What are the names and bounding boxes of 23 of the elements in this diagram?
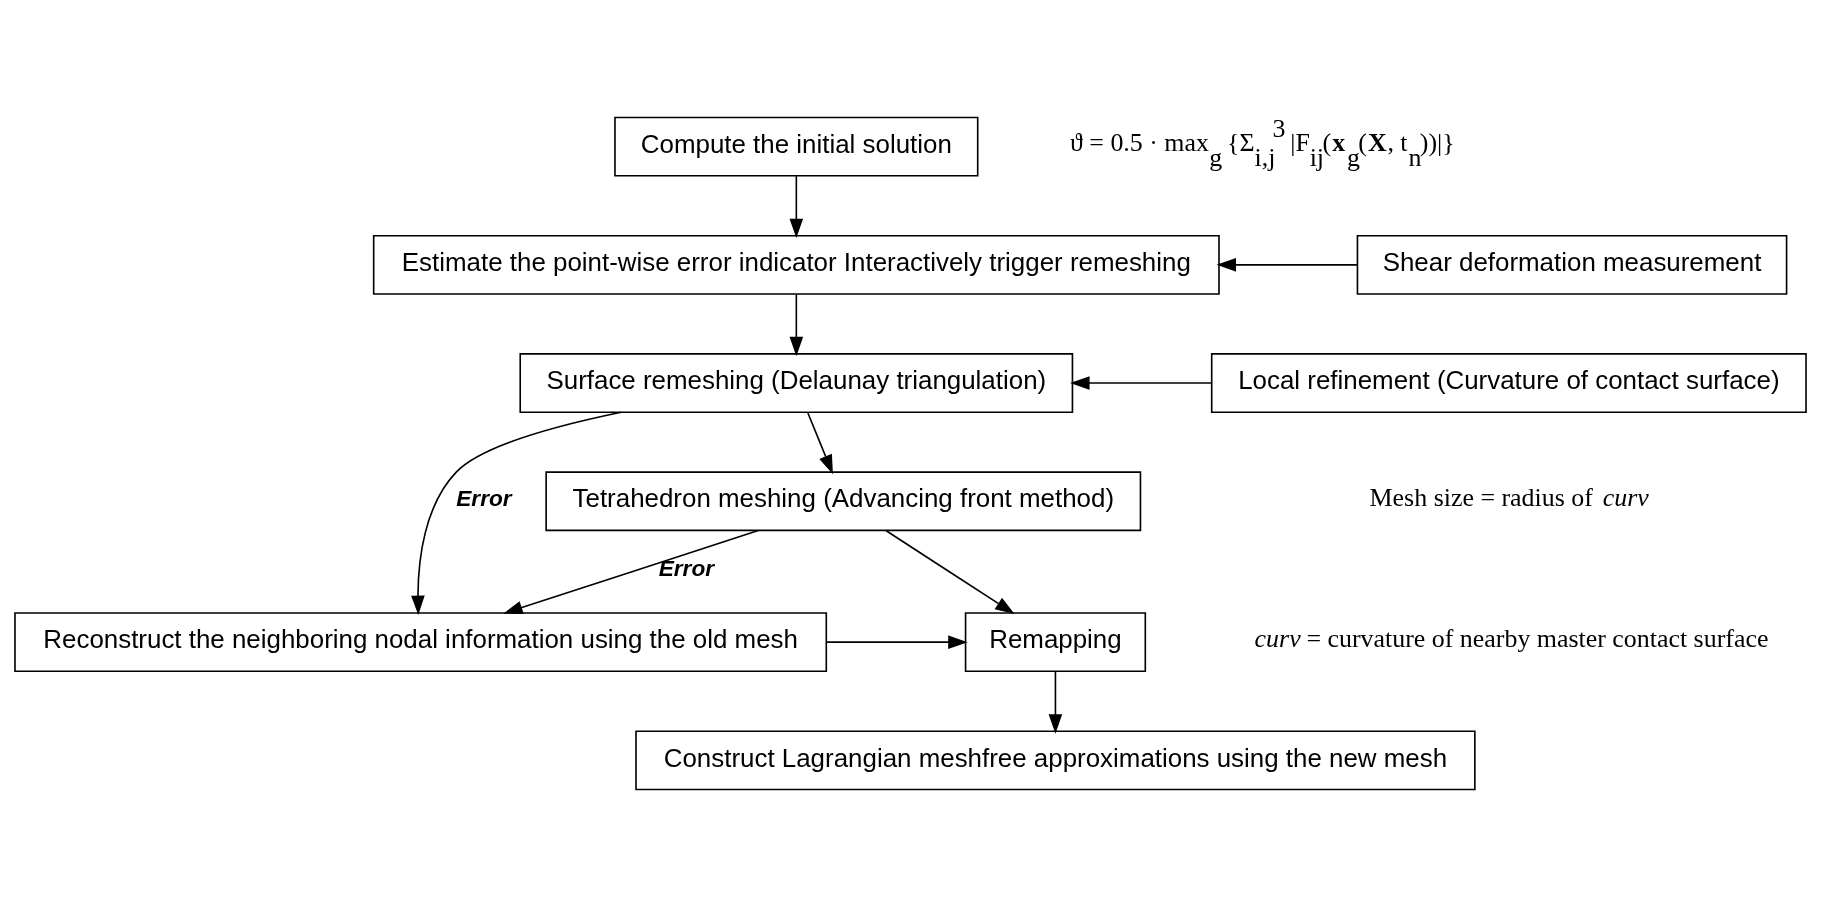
node-box: Construct Lagrangian meshfree approximations using the new mesh	[635, 729, 1476, 790]
arrow	[503, 529, 760, 614]
arrow	[789, 174, 804, 238]
label: curv = curvature of nearby master contact surface	[1254, 623, 1769, 653]
node-box: Reconstruct the neighboring nodal information using the old mesh	[14, 611, 828, 672]
node-box: Estimate the point-wise error indicator Interactively trigger remeshing	[372, 234, 1220, 295]
arrow	[885, 529, 1015, 614]
arrow	[825, 634, 968, 649]
label: Mesh size = radius of curv	[1369, 482, 1649, 512]
node-box: Surface remeshing (Delaunay triangulation)	[519, 352, 1074, 413]
node-box: Compute the initial solution	[614, 116, 979, 177]
node-box: Remapping	[964, 611, 1147, 672]
node-box: Local refinement (Curvature of contact surface)	[1210, 352, 1807, 413]
arrow	[411, 411, 622, 615]
arrow	[1070, 375, 1213, 390]
edge-label: Error	[658, 554, 715, 581]
arrow	[1216, 257, 1358, 272]
node-box: Tetrahedron meshing (Advancing front method)	[545, 470, 1142, 531]
arrow	[806, 411, 833, 474]
edge-label: Error	[456, 484, 512, 511]
arrow	[1048, 670, 1063, 734]
arrow	[789, 293, 804, 356]
node-box: Shear deformation measurement	[1356, 234, 1788, 295]
